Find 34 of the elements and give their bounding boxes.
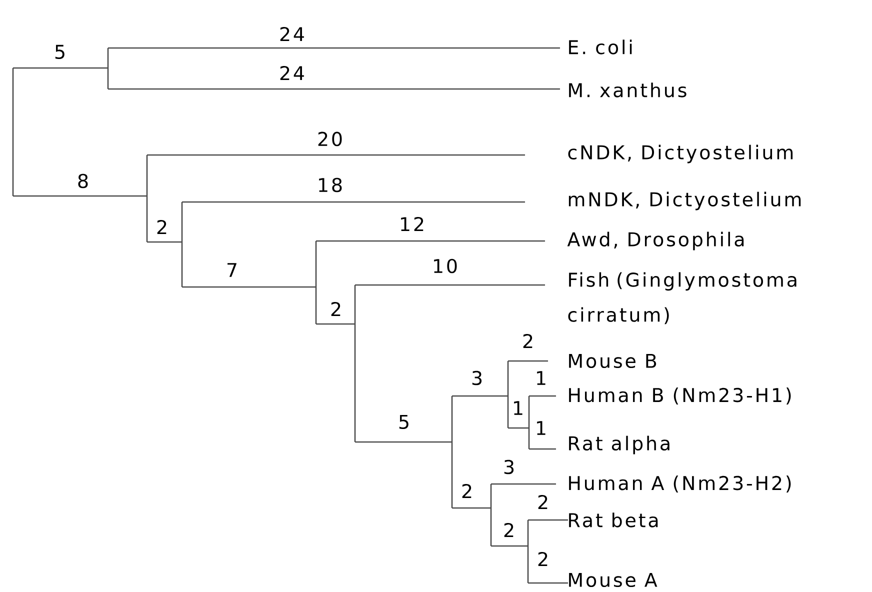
species-name: Human B (Nm23-H1) xyxy=(569,388,791,404)
species-name: Fish (Ginglymostoma cirratum) xyxy=(568,272,796,324)
branch-length: 5 xyxy=(55,44,64,60)
branch-length: 7 xyxy=(228,263,236,277)
branch-length: 20 xyxy=(318,132,342,146)
branch-length: 2 xyxy=(538,494,548,510)
species-name: Rat alpha xyxy=(569,436,670,454)
branch-length: 2 xyxy=(462,484,472,498)
branch-length: 2 xyxy=(157,220,166,234)
branch-length: 12 xyxy=(401,216,424,232)
species-name: M. xanthus xyxy=(569,82,686,98)
branch-length: 2 xyxy=(523,334,532,348)
species-name: Rat beta xyxy=(569,512,658,528)
species-name: Mouse B xyxy=(569,354,656,368)
species-name: Mouse A xyxy=(569,572,658,588)
branch-length: 3 xyxy=(504,460,514,474)
branch-length: 1 xyxy=(537,371,546,385)
species-name: E. coli xyxy=(569,40,632,54)
branch-length: 10 xyxy=(434,258,457,274)
branch-length: 2 xyxy=(538,552,548,566)
branch-length: 1 xyxy=(514,401,522,415)
branch-length: 3 xyxy=(472,370,482,386)
species-name: Human A (Nm23-H2) xyxy=(569,476,791,492)
branch-length: 2 xyxy=(331,302,340,316)
species-name: mNDK, Dictyostelium xyxy=(568,192,801,210)
branch-length: 24 xyxy=(280,26,304,42)
branch-length: 8 xyxy=(78,174,88,188)
species-name: Awd, Drosophila xyxy=(567,232,744,250)
species-name: cNDK, Dictyostelium xyxy=(568,144,793,164)
branch-length: 5 xyxy=(399,414,408,430)
branch-length: 18 xyxy=(319,178,342,192)
branch-length: 24 xyxy=(280,66,304,80)
branch-length: 2 xyxy=(504,522,514,538)
branch-length: 1 xyxy=(537,421,546,435)
